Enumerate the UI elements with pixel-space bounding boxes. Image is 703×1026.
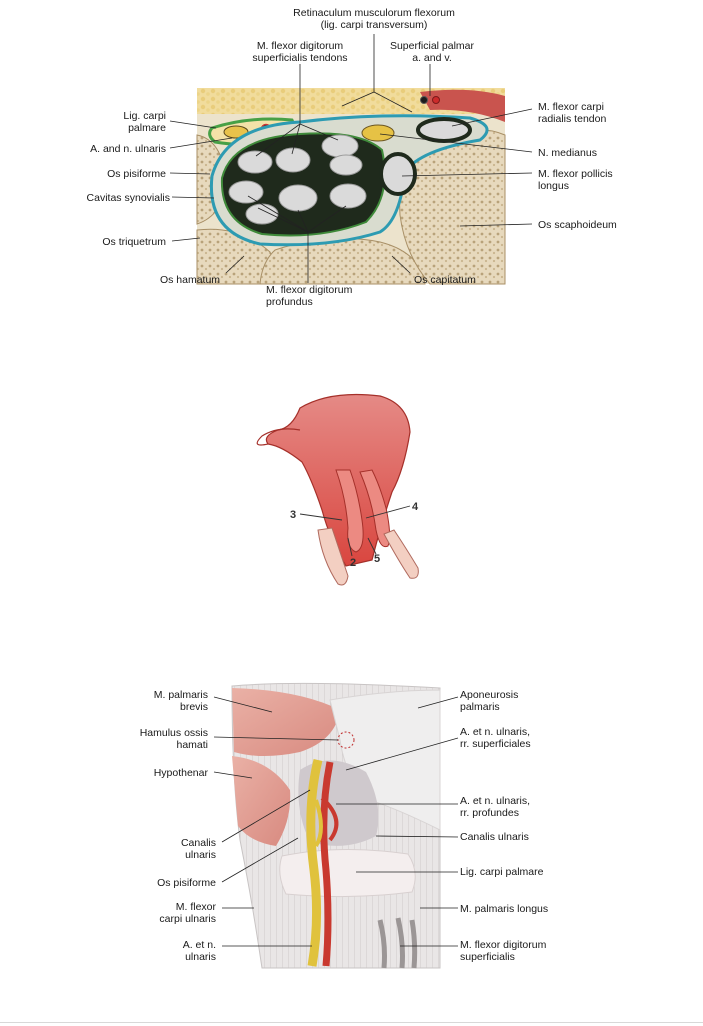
tendon xyxy=(275,147,311,173)
number-label-3: 3 xyxy=(290,509,296,521)
label-n-medianus: N. medianus xyxy=(538,147,597,159)
label-retinaculum-line1: Retinaculum musculorum flexorum xyxy=(293,7,455,19)
label-palmaris-longus: M. palmaris longus xyxy=(460,903,548,915)
tendon xyxy=(329,183,367,209)
examiner-finger-right xyxy=(383,529,419,579)
examiner-finger-left xyxy=(317,527,349,586)
finger xyxy=(359,469,391,548)
label-fdp-line1: M. flexor digitorum xyxy=(266,284,353,296)
fpl-tendon xyxy=(379,152,417,196)
label-aen-left-line1: A. et n. xyxy=(183,939,216,951)
label-lig-carpi-palmare: Lig. carpi palmare xyxy=(460,866,544,878)
label-sup-palmar-line1: Superficial palmar xyxy=(390,40,475,52)
deep-branch-vessel xyxy=(320,796,339,842)
ulnar-nerve-vessel xyxy=(306,758,323,967)
label-os-capitatum: Os capitatum xyxy=(414,274,476,286)
label-aponeurosis-line2: palmaris xyxy=(460,701,500,713)
label-fcu-line1: M. flexor xyxy=(176,901,217,913)
label-prof-branches-line1: A. et n. ulnaris, xyxy=(460,795,530,807)
tendon xyxy=(321,134,359,158)
label-os-triquetrum: Os triquetrum xyxy=(102,236,166,248)
label-sup-branches-line2: rr. superficiales xyxy=(460,738,531,750)
figure1-labels: Retinaculum musculorum flexorum (lig. ca… xyxy=(87,7,617,308)
figure2-numbers: 3 4 2 5 xyxy=(290,501,419,569)
label-fds-line1: M. flexor digitorum xyxy=(257,40,344,52)
label-palmaris-brevis-line1: M. palmaris xyxy=(154,689,208,701)
number-label-4: 4 xyxy=(412,501,419,513)
label-a-n-ulnaris: A. and n. ulnaris xyxy=(90,143,166,155)
number-label-5: 5 xyxy=(374,553,380,565)
ulnar-canal-dissection xyxy=(231,682,441,969)
label-fdp-line2: profundus xyxy=(266,296,313,308)
label-aponeurosis-line1: Aponeurosis xyxy=(460,689,518,701)
deep-branch-nerve xyxy=(314,799,323,848)
tendon xyxy=(228,180,264,204)
finger xyxy=(335,469,364,553)
hypothenar-muscle xyxy=(232,756,291,846)
tendon xyxy=(245,203,279,225)
label-fcu-line2: carpi ulnaris xyxy=(159,913,216,925)
label-os-scaphoideum: Os scaphoideum xyxy=(538,219,617,231)
fds-tendons xyxy=(377,917,418,969)
fds-fdp-tendons xyxy=(228,134,367,225)
label-fds-line1: M. flexor digitorum xyxy=(460,939,547,951)
label-fpl-line1: M. flexor pollicis xyxy=(538,168,613,180)
label-os-pisiforme: Os pisiforme xyxy=(107,168,166,180)
median-nerve xyxy=(361,124,395,142)
label-fpl-line2: longus xyxy=(538,180,569,192)
label-hypothenar: Hypothenar xyxy=(154,767,209,779)
tendon xyxy=(329,154,363,176)
page-bottom-rule xyxy=(0,1022,703,1023)
carpal-tunnel-cross-section xyxy=(196,88,506,285)
figure3-labels: M. palmaris brevis Hamulus ossis hamati … xyxy=(140,689,548,963)
label-cavitas-synovialis: Cavitas synovialis xyxy=(87,192,170,204)
label-prof-branches-line2: rr. profundes xyxy=(460,807,519,819)
label-sup-branches-line1: A. et n. ulnaris, xyxy=(460,726,530,738)
label-canalis-right: Canalis ulnaris xyxy=(460,831,529,843)
label-os-pisiforme: Os pisiforme xyxy=(157,877,216,889)
superficial-palmar-artery xyxy=(432,96,440,104)
lig-carpi-palmare xyxy=(279,848,416,898)
tendon xyxy=(237,150,273,174)
label-hamulus-line1: Hamulus ossis xyxy=(140,727,208,739)
label-canalis-left-line2: ulnaris xyxy=(185,849,216,861)
ulnar-canal-opening xyxy=(298,760,379,846)
label-lig-carpi-line2: palmare xyxy=(128,122,166,134)
label-fds-line2: superficialis tendons xyxy=(252,52,347,64)
label-canalis-left-line1: Canalis xyxy=(181,837,216,849)
thumb-outline xyxy=(256,428,301,446)
number-label-2: 2 xyxy=(350,557,356,569)
label-aen-left-line2: ulnaris xyxy=(185,951,216,963)
fcr-tendon xyxy=(416,117,472,143)
figure2-leader-lines xyxy=(299,505,411,557)
figure1-leader-lines xyxy=(169,34,533,283)
tendon xyxy=(278,184,318,212)
thenar-muscle xyxy=(420,89,505,122)
label-fds-line2: superficialis xyxy=(460,951,515,963)
label-retinaculum-line2: (lig. carpi transversum) xyxy=(321,19,428,31)
label-sup-palmar-line2: a. and v. xyxy=(412,52,452,64)
superficial-palmar-vein xyxy=(420,96,428,104)
label-palmaris-brevis-line2: brevis xyxy=(180,701,208,713)
ulnar-artery-vessel xyxy=(320,761,334,967)
label-os-hamatum: Os hamatum xyxy=(160,274,220,286)
label-fcr-line1: M. flexor carpi xyxy=(538,101,604,113)
figure3-leader-lines xyxy=(213,696,459,947)
label-lig-carpi-line1: Lig. carpi xyxy=(123,110,166,122)
label-fcr-line2: radialis tendon xyxy=(538,113,606,125)
label-hamulus-line2: hamati xyxy=(176,739,208,751)
hand-illustration xyxy=(256,393,419,586)
